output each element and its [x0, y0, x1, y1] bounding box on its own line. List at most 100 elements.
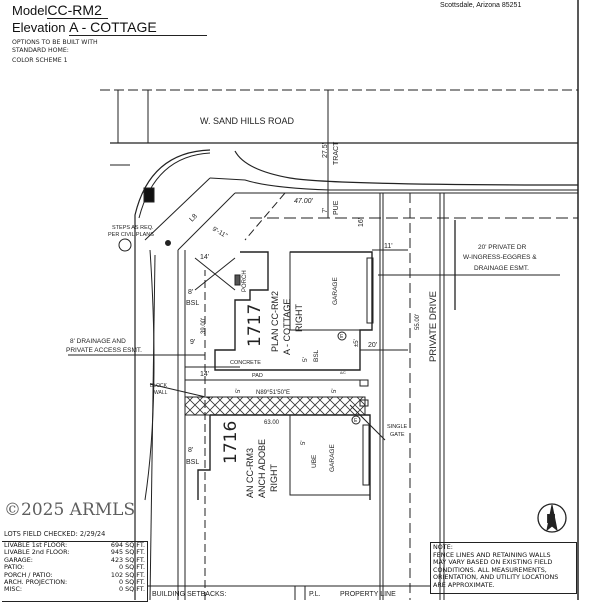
utility-box [359, 379, 369, 387]
sidewalk-edge [134, 149, 211, 600]
setback-line [244, 192, 286, 241]
pl-abbr: P.L. [309, 591, 321, 598]
area-value: 0 SQ.FT. [119, 563, 145, 572]
note-line: FENCE LINES AND RETAINING WALLS [433, 550, 551, 559]
area-row: MISC:0 SQ.FT. [2, 585, 147, 594]
easement-label: 20' PRIVATE DR [478, 244, 527, 251]
area-value: 423 SQ.FT. [110, 555, 145, 564]
dim-5: 5' [302, 357, 309, 362]
steps-dot [165, 240, 171, 246]
steps-label: PER CIVIL PLANS [108, 232, 154, 238]
private-drive-label: PRIVATE DRIVE [428, 291, 439, 362]
sidewalk-edge [138, 152, 211, 219]
electric-marker [337, 331, 347, 341]
note-title: NOTE: [433, 543, 453, 551]
pl-text: PROPERTY LINE [340, 591, 396, 598]
dim-11: 11' [384, 243, 393, 250]
electric-marker [351, 415, 361, 425]
watermark: ©2025 ARMLS [4, 500, 136, 520]
area-row: PATIO: 0 SQ.FT. [2, 563, 147, 572]
sidewalk-edge [209, 177, 578, 191]
dim-63: 63.00 [264, 420, 280, 426]
area-row: ARCH. PROJECTION:0 SQ.FT. [2, 578, 147, 587]
garage-1717 [289, 251, 373, 331]
color-scheme: COLOR SCHEME 1 [12, 57, 68, 64]
area-label: LIVABLE 1st FLOOR: [4, 541, 68, 549]
area-row: LIVABLE 1st FLOOR: 694 SQ.FT. [2, 541, 147, 549]
bsl-label: BSL [186, 459, 199, 466]
area-value: 102 SQ.FT. [110, 570, 145, 579]
dim-14-top: 14' [200, 254, 209, 261]
dim-9: 9' [190, 339, 195, 346]
garage-1716 [289, 414, 371, 496]
sidewalk-edge [234, 150, 579, 186]
sidewalk-edge [144, 249, 155, 501]
block-wall-label: BLOCK [150, 383, 168, 389]
gate-leader [349, 404, 386, 441]
dim-5: 5' [332, 389, 338, 393]
bsl-label: BSL [186, 300, 199, 307]
concrete-pad-label: CONCRETE [230, 360, 261, 366]
dim-l8: L8 [188, 213, 199, 224]
steps [234, 274, 241, 286]
concrete-pad-label: PAD [252, 373, 263, 379]
garage-1716-label: GARAGE [329, 444, 336, 472]
area-table: LIVABLE 1st FLOOR: 694 SQ.FT. LIVABLE 2nd… [2, 541, 148, 602]
elevation-label: Elevation A - COTTAGE [12, 19, 207, 36]
lot-number-1717: 1717 [245, 304, 265, 347]
dim-5: 5' [301, 441, 307, 445]
dim-14: 14' [200, 371, 209, 378]
options-line: STANDARD HOME: [12, 46, 69, 54]
dim-16: 16' [358, 218, 365, 227]
area-label: GARAGE: [4, 555, 33, 564]
plan-1717-label: PLAN CC-RM2 [270, 291, 280, 352]
drainage-label: 8' DRAINAGE AND [70, 338, 126, 345]
area-value: 694 SQ.FT. [110, 541, 145, 549]
note-line: CONDITIONS. ALL MEASUREMENTS, [433, 565, 547, 574]
lot-width-dim: 47.00' [294, 198, 314, 205]
options-line: OPTIONS TO BE BUILT WITH [12, 39, 98, 46]
area-label: PORCH / PATIO: [4, 570, 53, 579]
area-row: LIVABLE 2nd FLOOR:945 SQ.FT. [2, 548, 147, 557]
note-line: ORIENTATION, AND UTILITY LOCATIONS [433, 573, 559, 582]
dim-8: 8' [188, 289, 193, 296]
north-arrow-pointer [546, 504, 558, 532]
lots-field-checked: LOTS FIELD CHECKED: 2/29/24 [4, 530, 106, 538]
north-arrow-icon [537, 503, 567, 533]
utility-box [359, 399, 369, 407]
model-value: CC-RM2 [47, 2, 108, 19]
plan-1717-label: A - COTTAGE [282, 299, 292, 355]
dim-20: 20' [368, 342, 377, 349]
dim-8: 8' [188, 447, 193, 454]
plan-1716-label: ANCH ADOBE [257, 439, 267, 498]
note-box: NOTE: FENCE LINES AND RETAINING WALLS MA… [430, 542, 577, 594]
dim-pm5: ±5' [354, 339, 360, 347]
model-label-text: Model [12, 3, 48, 18]
dim-9-11: 9'-11" [211, 226, 229, 240]
plan-1716-label: AN CC-RM3 [245, 448, 255, 498]
electric-label: E [354, 418, 358, 424]
area-label: PATIO: [4, 563, 25, 572]
area-label: LIVABLE 2nd FLOOR: [4, 548, 70, 557]
steps-label: STEPS AS REQ. [112, 225, 154, 231]
dim-39: 39.00' [201, 318, 207, 334]
note-line: MAY VARY BASED ON EXISTING FIELD [433, 558, 553, 567]
road-name: W. SAND HILLS ROAD [200, 116, 295, 126]
elevation-value: A - COTTAGE [69, 19, 207, 36]
lot-number-1716: 1716 [221, 421, 241, 464]
transformer-box [143, 187, 155, 203]
area-label: MISC: [4, 585, 23, 594]
model-label: ModelCC-RM2 [12, 2, 108, 19]
north-label: N [546, 512, 556, 526]
area-label: ARCH. PROJECTION: [4, 578, 68, 587]
tract-label: TRACT [333, 141, 340, 165]
single-gate-label: GATE [390, 432, 405, 438]
ac-label: A/C [340, 371, 346, 375]
single-gate-label: SINGLE [387, 424, 408, 430]
tract-dim: 27.5' [322, 143, 329, 158]
porch-label: PORCH [242, 270, 248, 292]
ube-label: UBE [311, 454, 318, 468]
electric-label: E [340, 334, 344, 340]
garage-door [362, 424, 370, 486]
